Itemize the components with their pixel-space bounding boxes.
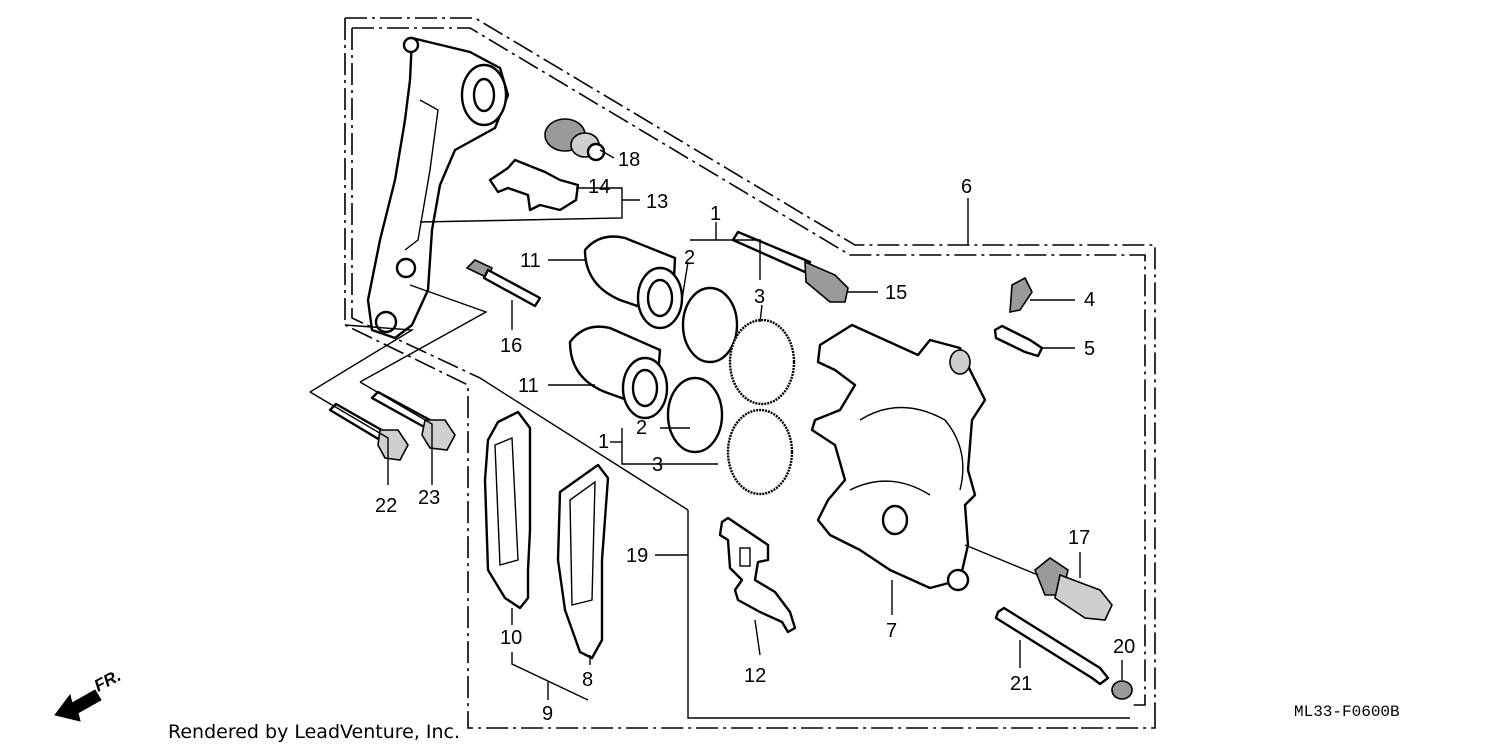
boot-part-18	[544, 118, 606, 162]
slide-pin-part-17	[1034, 557, 1113, 621]
bolt-part-22	[328, 402, 409, 461]
caliper-body-part-7	[810, 323, 987, 592]
label-3-upper: 3	[754, 286, 765, 308]
label-13: 13	[646, 191, 668, 213]
label-4: 4	[1084, 289, 1095, 311]
piston-part-11-upper	[583, 235, 684, 330]
front-arrow-icon	[54, 689, 102, 722]
label-15: 15	[885, 282, 907, 304]
plug-part-20	[1111, 680, 1133, 700]
label-21: 21	[1010, 673, 1032, 695]
bleeder-cap-part-5	[993, 324, 1044, 358]
label-23: 23	[418, 487, 440, 509]
slide-pin-part-15	[731, 230, 849, 303]
label-12: 12	[744, 665, 766, 687]
diagram-code: ML33-F0600B	[1294, 703, 1400, 721]
label-22: 22	[375, 495, 397, 517]
brake-pad-part-10	[483, 410, 532, 610]
piston-seal-part-2-upper	[681, 286, 739, 364]
pad-pin-part-21	[994, 606, 1110, 686]
label-10: 10	[500, 627, 522, 649]
label-19: 19	[626, 545, 648, 567]
group-outline-caliper-assembly	[344, 17, 1156, 729]
piston-seal-part-2-lower	[666, 376, 724, 454]
label-6: 6	[961, 176, 972, 198]
front-direction-arrow: FR.	[54, 666, 124, 722]
label-3-lower: 3	[652, 454, 663, 476]
label-20: 20	[1113, 636, 1135, 658]
label-7: 7	[886, 620, 897, 642]
credit-text: Rendered by LeadVenture, Inc.	[168, 721, 460, 743]
caliper-bracket-part	[366, 36, 510, 340]
pad-spring-part-14	[488, 158, 580, 212]
label-9: 9	[542, 703, 553, 725]
label-17: 17	[1068, 527, 1090, 549]
pad-retainer-part-12	[718, 516, 797, 634]
label-1-upper: 1	[710, 203, 721, 225]
dust-seal-part-3-upper	[728, 318, 796, 406]
piston-part-11-lower	[568, 325, 669, 420]
dust-seal-part-3-lower	[726, 408, 794, 496]
bleeder-valve-part-4	[1009, 276, 1033, 313]
brake-pad-part-8	[556, 463, 610, 660]
label-11-lower: 11	[518, 375, 539, 397]
bolt-part-16	[465, 259, 542, 308]
part-number-labels: 6 18 14 13 1 2 3 11 11 15 4 5 16 1 2 3 2…	[375, 149, 1135, 725]
label-2-upper: 2	[684, 247, 695, 269]
label-18: 18	[618, 149, 640, 171]
label-5: 5	[1084, 338, 1095, 360]
bolt-part-23	[370, 390, 456, 451]
label-14: 14	[588, 176, 610, 198]
leader-lines	[309, 149, 1130, 719]
label-8: 8	[582, 669, 593, 691]
label-16: 16	[500, 335, 522, 357]
label-1-lower: 1	[598, 431, 609, 453]
label-11-upper: 11	[520, 250, 541, 272]
label-2-lower: 2	[636, 417, 647, 439]
